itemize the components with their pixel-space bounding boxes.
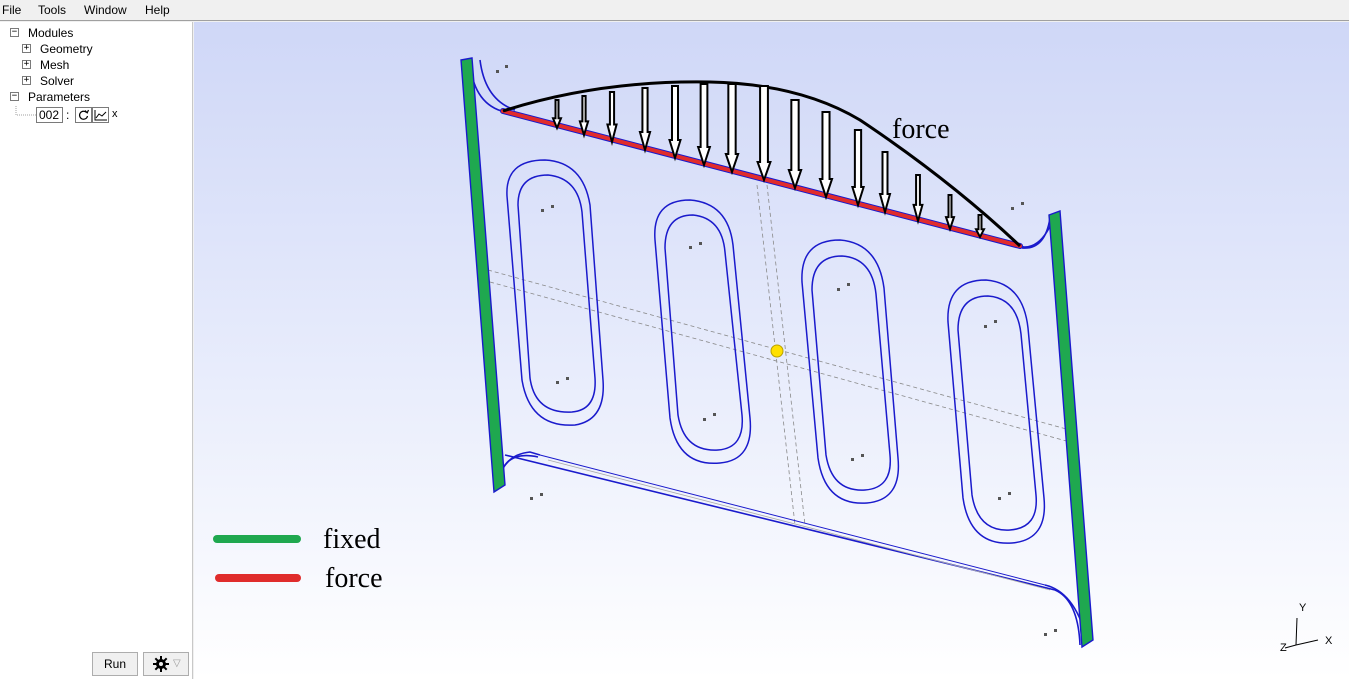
settings-button[interactable]: ▽ xyxy=(143,652,189,676)
force-arrow xyxy=(912,174,924,225)
gear-icon xyxy=(153,656,169,672)
slot-3 xyxy=(801,239,900,504)
legend-force-label: force xyxy=(325,563,383,594)
menu-tools[interactable]: Tools xyxy=(38,3,67,17)
center-marker xyxy=(770,344,784,358)
menu-file[interactable]: File xyxy=(2,3,22,17)
force-arrow xyxy=(606,91,618,146)
slot-1 xyxy=(506,159,604,426)
mesh-points xyxy=(496,65,1057,636)
axis-triad: Y X Z xyxy=(1280,602,1333,654)
collapse-icon[interactable]: − xyxy=(10,27,19,37)
force-arrow xyxy=(696,83,712,169)
tree-label-solver: Solver xyxy=(40,74,75,88)
force-distribution xyxy=(502,80,1022,248)
run-button[interactable]: Run xyxy=(92,652,138,676)
menu-window[interactable]: Window xyxy=(84,3,127,17)
legend-fixed-label: fixed xyxy=(323,524,381,555)
model-scene[interactable]: force fixed force Y X Z xyxy=(194,22,1349,679)
force-arrow xyxy=(756,85,772,183)
plot-parameter-button[interactable] xyxy=(92,107,109,123)
slot-2 xyxy=(654,199,752,465)
collapse-icon[interactable]: − xyxy=(10,91,19,101)
expand-icon[interactable]: + xyxy=(22,43,31,53)
dropdown-arrow-icon: ▽ xyxy=(173,658,181,669)
tree-label-parameters: Parameters xyxy=(28,90,91,104)
force-arrow xyxy=(818,111,834,201)
tree-connector xyxy=(15,106,36,116)
force-arrow xyxy=(578,95,590,139)
force-arrow xyxy=(724,83,740,176)
refresh-icon xyxy=(78,109,90,120)
fixed-edge-right xyxy=(1048,210,1094,649)
force-arrow xyxy=(668,85,682,162)
tree-label-geometry: Geometry xyxy=(40,42,93,56)
tree-label-modules: Modules xyxy=(28,26,74,40)
force-arrow xyxy=(851,129,865,209)
module-tree-panel: − Modules + Geometry + Mesh + Solver − P… xyxy=(0,22,193,679)
slot-holes xyxy=(506,159,1046,544)
legend: fixed force xyxy=(213,524,383,594)
force-arrow xyxy=(551,99,563,131)
slot-4 xyxy=(947,279,1046,544)
axis-y-label: Y xyxy=(1299,602,1307,614)
force-arrows xyxy=(551,83,986,240)
menu-bar: File Tools Window Help xyxy=(0,0,1349,21)
parameter-suffix: x xyxy=(112,108,118,120)
parameter-value-field[interactable]: 002 xyxy=(36,107,63,123)
force-label: force xyxy=(892,114,950,145)
expand-icon[interactable]: + xyxy=(22,59,31,69)
bottom-flange xyxy=(496,451,1088,646)
force-arrow xyxy=(944,194,956,233)
menu-help[interactable]: Help xyxy=(145,3,170,17)
parameter-row: 002 : x xyxy=(14,106,164,126)
tree-label-mesh: Mesh xyxy=(40,58,70,72)
axis-x-label: X xyxy=(1325,635,1333,647)
force-arrow xyxy=(787,99,803,192)
fixed-edge-left xyxy=(460,57,506,494)
expand-icon[interactable]: + xyxy=(22,75,31,85)
3d-viewport[interactable]: force fixed force Y X Z xyxy=(194,22,1349,679)
graph-icon xyxy=(94,110,107,121)
parameter-separator: : xyxy=(66,108,70,122)
force-arrow xyxy=(878,151,892,216)
force-arrow xyxy=(974,214,986,240)
force-arrow xyxy=(638,87,652,154)
refresh-parameter-button[interactable] xyxy=(75,107,92,123)
axis-z-label: Z xyxy=(1280,642,1287,654)
